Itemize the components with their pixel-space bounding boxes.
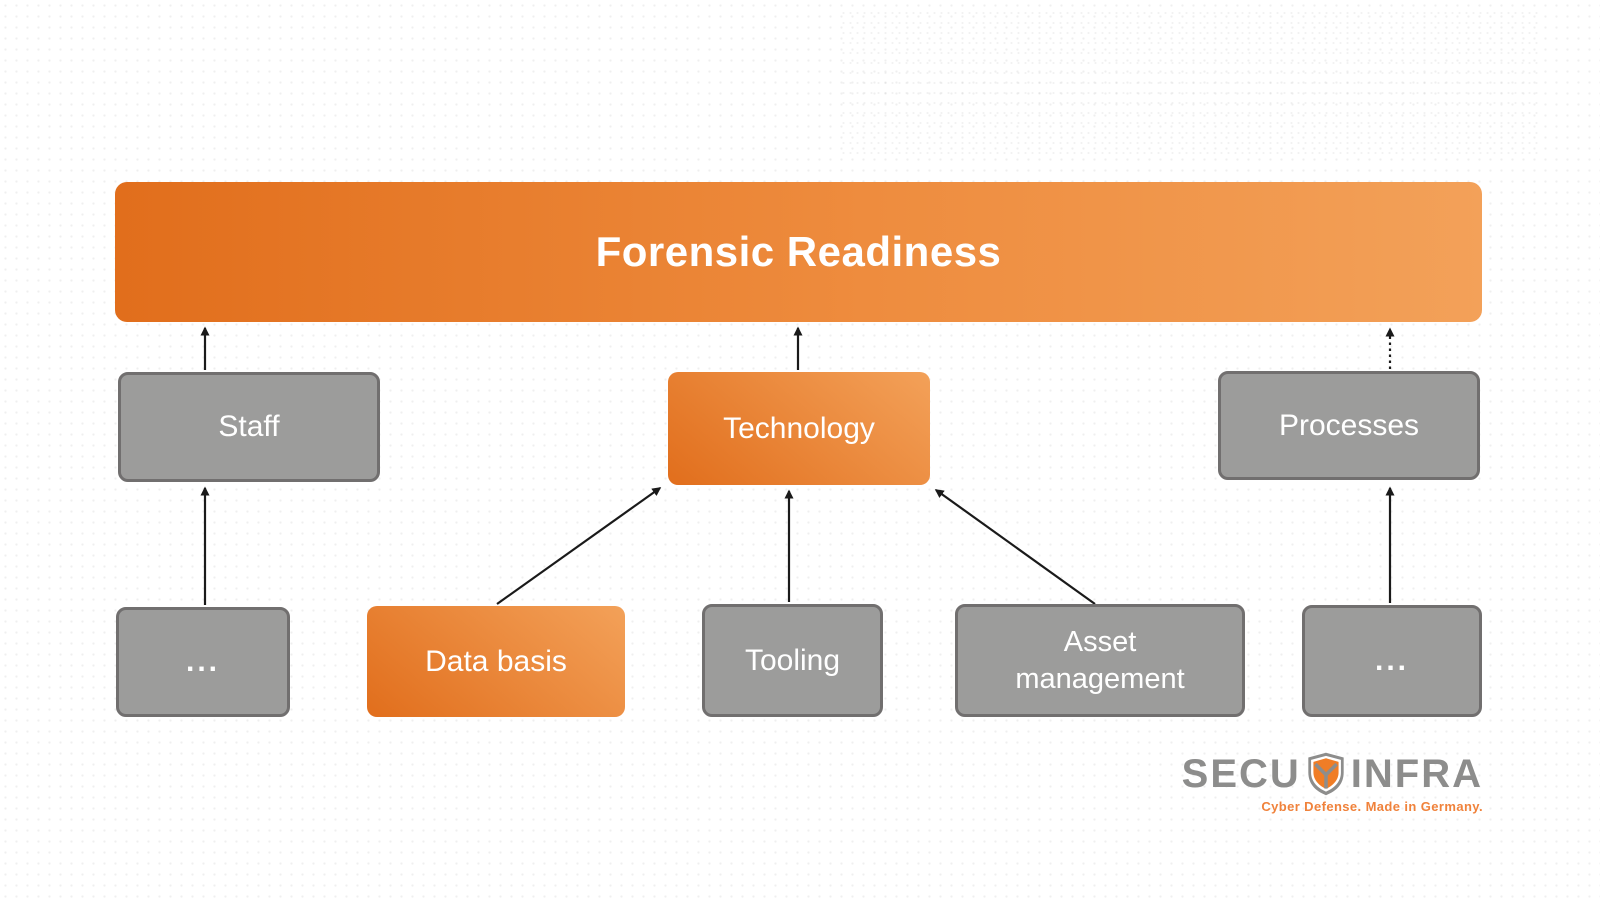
node-staff: Staff bbox=[118, 372, 380, 482]
secuinfra-wordmark: SECU INFRA bbox=[1182, 752, 1483, 796]
node-forensic-readiness: Forensic Readiness bbox=[115, 182, 1482, 322]
node-ellipsis-left: ... bbox=[116, 607, 290, 717]
node-ellipsis-right-label: ... bbox=[1374, 644, 1409, 677]
node-tooling: Tooling bbox=[702, 604, 883, 717]
node-processes-label: Processes bbox=[1278, 408, 1420, 442]
node-tooling-label: Tooling bbox=[744, 643, 841, 677]
faint-dot-texture bbox=[840, 8, 1540, 160]
node-asset-management: Asset management bbox=[955, 604, 1245, 717]
edge-data-basis-to-technology bbox=[496, 487, 662, 605]
wordmark-infra: INFRA bbox=[1350, 752, 1483, 796]
wordmark-secu: SECU bbox=[1181, 752, 1301, 796]
edge-asset-management-to-technology bbox=[934, 489, 1096, 605]
secuinfra-logo: SECU INFRA Cyber Defense. Made in German… bbox=[1182, 752, 1483, 814]
node-data-basis: Data basis bbox=[367, 606, 625, 717]
node-ellipsis-right: ... bbox=[1302, 605, 1482, 717]
logo-tagline: Cyber Defense. Made in Germany. bbox=[1261, 799, 1483, 814]
node-data-basis-label: Data basis bbox=[425, 644, 567, 678]
node-processes: Processes bbox=[1218, 371, 1480, 480]
node-technology-label: Technology bbox=[723, 411, 875, 445]
node-ellipsis-left-label: ... bbox=[185, 645, 220, 678]
node-technology: Technology bbox=[668, 372, 930, 485]
node-forensic-readiness-label: Forensic Readiness bbox=[595, 228, 1002, 275]
node-asset-management-label: Asset management bbox=[1015, 626, 1185, 695]
node-staff-label: Staff bbox=[218, 410, 280, 443]
shield-y-icon bbox=[1308, 752, 1344, 796]
